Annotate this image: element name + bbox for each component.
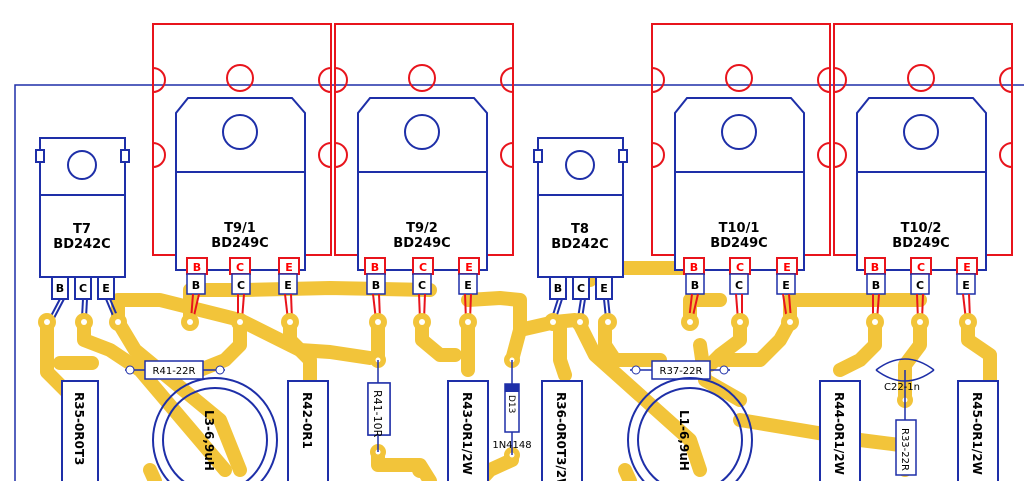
to247-legs xyxy=(186,273,976,295)
pin-label: E xyxy=(285,261,293,274)
diode-part-label: 1N4148 xyxy=(492,440,531,451)
resistor-r42 xyxy=(287,380,329,481)
resistor-label: R43-0R1/2W xyxy=(460,392,474,475)
trace xyxy=(143,463,162,481)
diode-ref: D13 xyxy=(506,395,516,413)
transistor-t10-1 xyxy=(674,97,805,275)
trace xyxy=(553,318,572,382)
resistor-r43 xyxy=(447,380,489,481)
pin-label: E xyxy=(962,279,970,292)
pin-label: B xyxy=(691,279,699,292)
inductor-label: L1-6,9uH xyxy=(677,410,691,471)
pin-label: B xyxy=(372,279,380,292)
trace xyxy=(461,291,527,367)
transistor-ref: T8 xyxy=(571,222,589,237)
resistor-label: R41-10R xyxy=(371,390,384,438)
pin-label: C xyxy=(79,282,87,295)
pin-label: B xyxy=(193,261,201,274)
trace xyxy=(713,315,797,367)
pin-label: C xyxy=(736,261,744,274)
diode-band xyxy=(505,384,519,392)
pin-label: B xyxy=(554,282,562,295)
resistor-r41-22r: R41-22R xyxy=(125,360,225,380)
transistor-part: BD242C xyxy=(53,237,110,252)
resistor-r35 xyxy=(61,380,99,481)
trace xyxy=(77,315,232,477)
pin-label: C xyxy=(917,261,925,274)
pin-label: E xyxy=(102,282,110,295)
resistor-label: R35-0R0Т3 xyxy=(72,392,86,465)
trace xyxy=(783,293,927,329)
resistor-r45 xyxy=(957,380,999,481)
trace xyxy=(598,315,667,367)
transistor-t8 xyxy=(533,137,628,300)
transistor-ref: T7 xyxy=(73,222,91,237)
pin-label: C xyxy=(916,279,924,292)
transistor-ref: T9/1 xyxy=(224,221,256,236)
resistor-label: R45-0R1/2W xyxy=(970,392,984,475)
transistor-part: BD249C xyxy=(393,236,450,251)
resistor-label: R42-0R1 xyxy=(300,392,314,449)
vertical-labels: R35-0R0Т3 R42-0R1 R41-10R R43-0R1/2W R36… xyxy=(72,390,984,481)
resistor-label: R33-22R xyxy=(899,428,910,471)
inductor-l3 xyxy=(152,377,278,481)
pin-label: B xyxy=(690,261,698,274)
trace xyxy=(193,315,247,377)
pin-label: E xyxy=(783,261,791,274)
pin-label: B xyxy=(56,282,64,295)
transistor-t9-1 xyxy=(175,97,306,275)
to220-bodies xyxy=(35,137,628,300)
pin-label: C xyxy=(237,279,245,292)
transistor-ref: T9/2 xyxy=(406,221,438,236)
pin-label: C xyxy=(577,282,585,295)
trace xyxy=(573,318,707,477)
transistor-labels: T7 BD242C T9/1 BD249C T9/2 BD249C T8 BD2… xyxy=(53,221,949,252)
diode-d13 xyxy=(504,360,520,455)
pin-label: C xyxy=(735,279,743,292)
pin-labels: B C E B C E B C E B C E B C E B C E B C … xyxy=(56,261,971,295)
trace xyxy=(110,313,247,477)
pin-label: B xyxy=(871,261,879,274)
trace xyxy=(618,463,637,481)
inductor-label: L3-6,9uH xyxy=(202,410,216,471)
resistor-label: R44-0R1/2W xyxy=(832,392,846,475)
resistor-r36 xyxy=(541,380,583,481)
transistor-ref: T10/1 xyxy=(719,221,760,236)
transistor-part: BD249C xyxy=(710,236,767,251)
transistor-part: BD249C xyxy=(892,236,949,251)
pin-label: B xyxy=(192,279,200,292)
trace xyxy=(961,315,997,387)
capacitor-label: C22-1n xyxy=(884,382,920,393)
transistor-t7 xyxy=(35,137,130,300)
pin-label: E xyxy=(782,279,790,292)
pin-label: E xyxy=(464,279,472,292)
inductor-l1 xyxy=(627,377,753,481)
transistor-part: BD249C xyxy=(211,236,268,251)
pin-label: B xyxy=(872,279,880,292)
to247-bodies xyxy=(175,97,987,275)
resistor-r44 xyxy=(819,380,861,481)
resistor-r37-22r: R37-22R xyxy=(630,360,730,380)
board-outline xyxy=(14,84,1024,481)
pin-label: E xyxy=(963,261,971,274)
pin-label: C xyxy=(419,261,427,274)
pin-label: E xyxy=(600,282,608,295)
transistor-t9-2 xyxy=(357,97,488,275)
pin-label: E xyxy=(284,279,292,292)
resistor-label: R36-0R0Т3/2W xyxy=(554,392,568,481)
pin-label: C xyxy=(418,279,426,292)
pin-label: C xyxy=(236,261,244,274)
resistor-label: R37-22R xyxy=(660,366,703,377)
vertical-resistors xyxy=(61,380,999,481)
transistor-part: BD242C xyxy=(551,237,608,252)
resistor-label: R41-22R xyxy=(153,366,196,377)
trace xyxy=(833,315,882,377)
resistor-r33 xyxy=(895,419,917,476)
transistor-ref: T10/2 xyxy=(901,221,942,236)
pin-label: B xyxy=(371,261,379,274)
capacitor-c22 xyxy=(875,358,935,420)
pin-label: E xyxy=(465,261,473,274)
